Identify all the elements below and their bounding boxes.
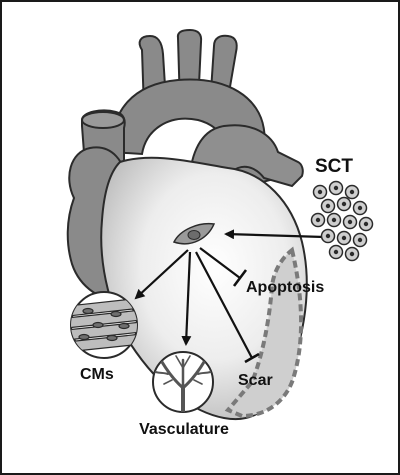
- stem-cell-nucleus: [341, 235, 347, 241]
- transplanted-cell-icon: [172, 222, 216, 245]
- stem-cell-nucleus: [317, 189, 323, 195]
- cardiomyocyte-fibers-icon: [70, 291, 138, 359]
- stem-cell-nucleus: [363, 221, 369, 227]
- arrow-to-vasculature: [181, 251, 192, 346]
- label-sct: SCT: [315, 156, 353, 177]
- label-cms: CMs: [80, 366, 114, 383]
- arrow-to-cms: [134, 249, 189, 300]
- stem-cell-nucleus: [341, 201, 347, 207]
- stem-cell-nucleus: [357, 237, 363, 243]
- infarct-region: [224, 246, 303, 419]
- vascular-tree-icon: [152, 351, 214, 413]
- great-vessels: [81, 28, 304, 208]
- label-scar: Scar: [238, 372, 273, 389]
- stem-cell-nucleus: [333, 249, 339, 255]
- inhibit-apoptosis: [199, 247, 248, 287]
- stem-cell-nucleus: [315, 217, 321, 223]
- stem-cell-nucleus: [349, 189, 355, 195]
- stem-cell-nucleus: [347, 219, 353, 225]
- delivery-arrow: [224, 229, 325, 240]
- stem-cell-cluster-icon: [310, 180, 374, 262]
- stem-cell-nucleus: [325, 233, 331, 239]
- inhibit-scar: [195, 251, 260, 364]
- stem-cell-nucleus: [349, 251, 355, 257]
- label-apoptosis: Apoptosis: [246, 279, 324, 296]
- label-vasculature: Vasculature: [139, 421, 229, 438]
- stem-cell-nucleus: [357, 205, 363, 211]
- stem-cell-nucleus: [325, 203, 331, 209]
- stem-cell-nucleus: [333, 185, 339, 191]
- stem-cell-nucleus: [331, 217, 337, 223]
